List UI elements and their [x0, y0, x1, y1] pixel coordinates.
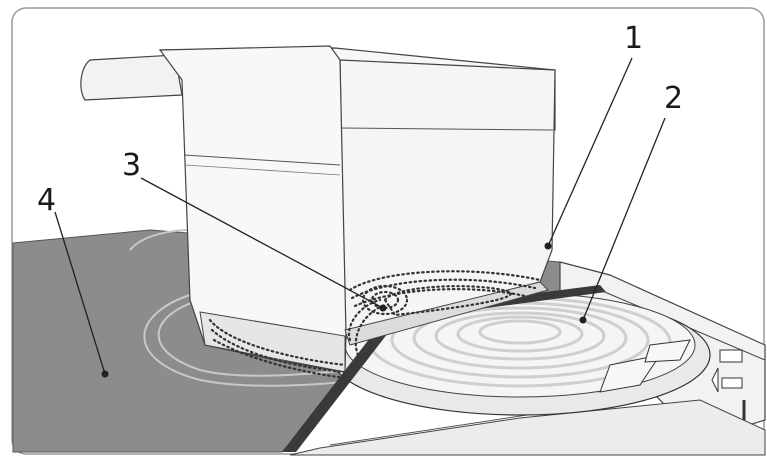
callout-1: 1: [624, 21, 643, 56]
callout-2: 2: [664, 81, 683, 116]
callout-3: 3: [122, 148, 141, 183]
pan: [80, 45, 556, 373]
leader-dots: [101, 242, 587, 378]
callout-4: 4: [37, 183, 56, 218]
leader-lines: [54, 57, 666, 375]
magnetic-field-lines: [208, 270, 542, 380]
glass-ceramic-edge: [282, 285, 606, 452]
